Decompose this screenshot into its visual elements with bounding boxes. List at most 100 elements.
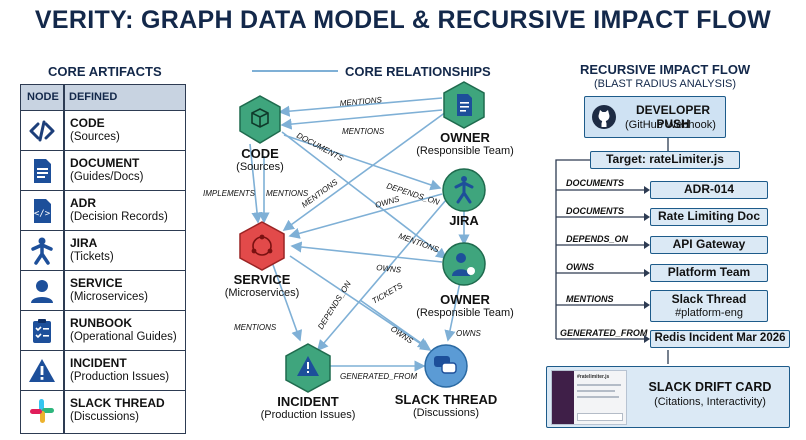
artifact-desc: (Operational Guides) xyxy=(70,331,177,343)
edge-tickets xyxy=(289,255,432,351)
slack-mock-line xyxy=(577,390,615,392)
artifact-name: SLACK THREAD xyxy=(70,396,165,410)
slack-mock-sidebar xyxy=(552,371,574,424)
impact-item-box: Redis Incident Mar 2026 xyxy=(650,330,790,348)
table-divider xyxy=(63,85,65,433)
impact-rel-label: OWNS xyxy=(566,262,594,272)
col-defined-header: DEFINED xyxy=(69,91,118,103)
artifact-name: ADR xyxy=(70,196,96,210)
main-title: VERITY: GRAPH DATA MODEL & RECURSIVE IMP… xyxy=(34,6,772,34)
card-sub: (Citations, Interactivity) xyxy=(654,396,766,408)
table-row: </> ADR (Decision Records) xyxy=(21,191,185,231)
node-label-owner-top: OWNER (Responsible Team) xyxy=(410,130,520,157)
edge-depends-on-2 xyxy=(316,199,447,352)
jira-icon xyxy=(31,237,53,265)
slack-drift-card: #ratelimiter.js SLACK DRIFT CARD (Citati… xyxy=(546,366,790,428)
edge-label-owns-2: OWNS xyxy=(376,263,402,275)
table-row: CODE (Sources) xyxy=(21,111,185,151)
node-label-jira: JIRA xyxy=(434,213,494,228)
impact-subheading: (BLAST RADIUS ANALYSIS) xyxy=(594,78,737,90)
edge-owns-3 xyxy=(444,281,461,342)
artifact-name: RUNBOOK xyxy=(70,316,132,330)
push-sub: (GitHub Webhook) xyxy=(625,119,716,131)
edge-owns-4 xyxy=(359,299,430,349)
artifact-desc: (Sources) xyxy=(70,131,120,143)
push-title: DEVELOPER PUSH xyxy=(635,103,710,131)
impact-heading: RECURSIVE IMPACT FLOW xyxy=(580,62,751,77)
edge-label-mentions-3: MENTIONS xyxy=(266,189,309,198)
node-desc: (Discussions) xyxy=(412,407,479,419)
impact-rel-label: DOCUMENTS xyxy=(566,206,624,216)
impact-rel-label: DEPENDS_ON xyxy=(566,234,629,244)
slack-mock-line xyxy=(577,384,621,386)
edge-owns-2 xyxy=(290,241,443,263)
artifact-desc: (Discussions) xyxy=(70,411,140,423)
edge-depends-on-1 xyxy=(283,134,442,191)
table-header: NODE DEFINED xyxy=(21,85,185,111)
artifact-name: DOCUMENT xyxy=(70,156,140,170)
artifact-name: SERVICE xyxy=(70,276,123,290)
edge-label-mentions-1: MENTIONS xyxy=(339,95,383,108)
node-name: JIRA xyxy=(449,213,479,228)
adr-file-icon: </> xyxy=(34,199,51,223)
impact-rel-label: MENTIONS xyxy=(566,294,614,304)
node-owner-top xyxy=(443,81,485,129)
edge-mentions-4 xyxy=(282,111,447,231)
node-owner-mid xyxy=(442,242,486,286)
slack-icon xyxy=(30,399,54,423)
artifact-name: JIRA xyxy=(70,236,98,250)
relationships-heading: CORE RELATIONSHIPS xyxy=(345,64,491,79)
svg-text:</>: </> xyxy=(34,209,51,219)
node-incident xyxy=(285,343,331,393)
node-desc: (Responsible Team) xyxy=(416,145,514,157)
node-label-code: CODE (Sources) xyxy=(220,146,300,173)
slack-mock-window: #ratelimiter.js xyxy=(551,370,627,425)
edge-label-owns-3: OWNS xyxy=(456,329,482,338)
node-name: OWNER xyxy=(440,292,490,307)
slack-mock-input xyxy=(577,413,623,421)
artifact-desc: (Microservices) xyxy=(70,291,148,303)
table-row: DOCUMENT (Guides/Docs) xyxy=(21,151,185,191)
node-desc: (Responsible Team) xyxy=(416,307,514,319)
artifacts-heading: CORE ARTIFACTS xyxy=(48,64,162,79)
impact-item-box: API Gateway xyxy=(650,236,768,254)
artifact-desc: (Guides/Docs) xyxy=(70,171,144,183)
node-jira xyxy=(442,168,486,212)
artifact-desc: (Tickets) xyxy=(70,251,114,263)
node-desc: (Production Issues) xyxy=(260,409,356,421)
artifacts-table: NODE DEFINED CODE (Sources) DOCUMENT (Gu… xyxy=(20,84,186,434)
node-name: CODE xyxy=(241,146,279,161)
card-title: SLACK DRIFT CARD xyxy=(648,380,772,394)
node-name: SERVICE xyxy=(233,272,291,287)
edge-label-generated-from: GENERATED_FROM xyxy=(340,372,418,381)
artifact-desc: (Production Issues) xyxy=(70,371,170,383)
edge-owns-1 xyxy=(288,193,443,239)
table-row: RUNBOOK (Operational Guides) xyxy=(21,311,185,351)
node-label-service: SERVICE (Microservices) xyxy=(216,272,308,299)
edge-label-mentions-6: MENTIONS xyxy=(234,323,277,332)
slack-mock-channel: #ratelimiter.js xyxy=(577,374,610,380)
github-icon xyxy=(592,105,616,129)
node-label-slack-thread: SLACK THREAD (Discussions) xyxy=(392,392,500,419)
node-label-incident: INCIDENT (Production Issues) xyxy=(254,394,362,421)
table-row: SLACK THREAD (Discussions) xyxy=(21,391,185,431)
node-name: SLACK THREAD xyxy=(394,392,498,407)
table-row: SERVICE (Microservices) xyxy=(21,271,185,311)
impact-item-box: Platform Team xyxy=(650,264,768,282)
node-name: OWNER xyxy=(440,130,490,145)
slack-mock-line xyxy=(577,396,619,398)
node-label-owner-mid: OWNER (Responsible Team) xyxy=(410,292,520,319)
edge-mentions-6 xyxy=(271,261,303,342)
edge-label-mentions-2: MENTIONS xyxy=(342,127,385,136)
node-desc: (Sources) xyxy=(236,161,284,173)
node-service xyxy=(239,221,285,271)
table-row: INCIDENT (Production Issues) xyxy=(21,351,185,391)
relationships-heading-line xyxy=(252,70,338,72)
impact-rel-label: DOCUMENTS xyxy=(566,178,624,188)
node-name: INCIDENT xyxy=(277,394,339,409)
impact-item-box-line2: #platform-eng xyxy=(675,307,743,319)
artifact-desc: (Decision Records) xyxy=(70,211,168,223)
warning-icon xyxy=(29,359,55,382)
